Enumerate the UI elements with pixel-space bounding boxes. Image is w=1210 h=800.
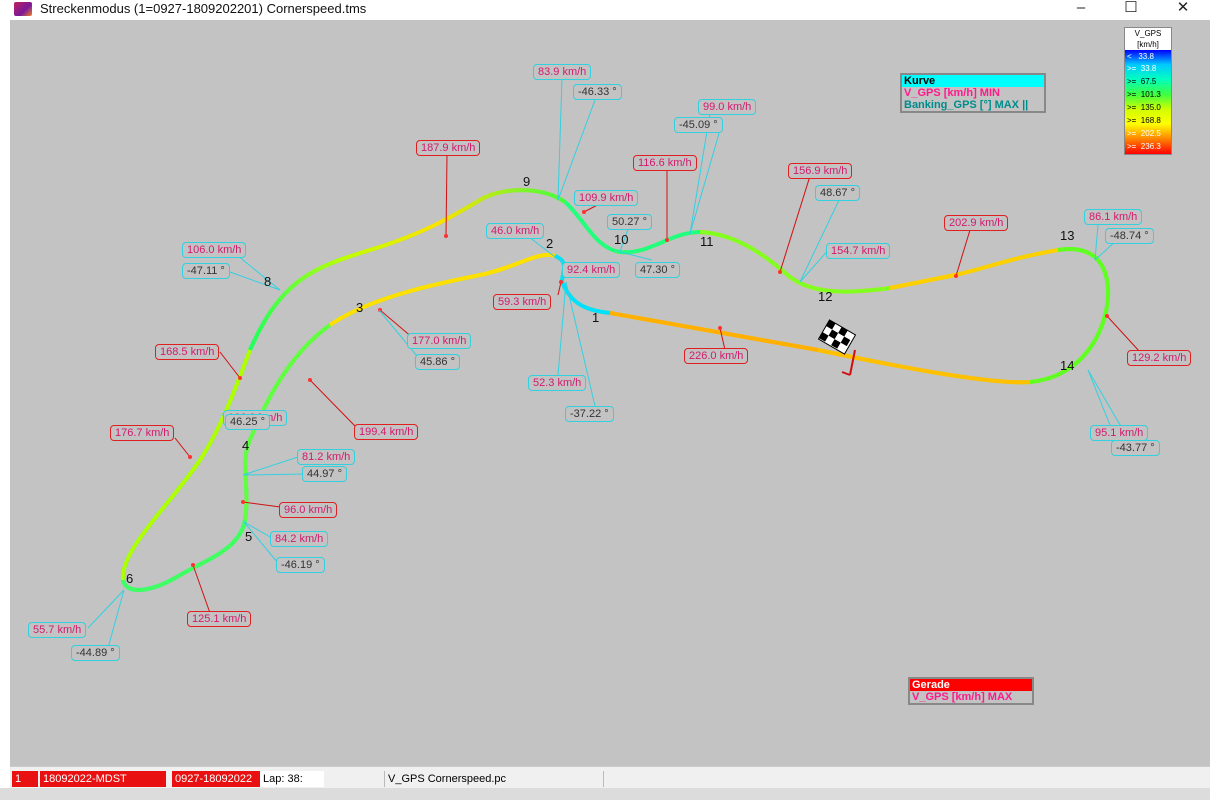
straight-speed-label: 116.6 km/h xyxy=(633,155,697,171)
corner-speed-label: 95.1 km/h xyxy=(1090,425,1149,441)
straight-speed-label: 187.9 km/h xyxy=(416,140,481,156)
corner-bank-label: -46.33 ° xyxy=(573,84,622,100)
corner-bank-label: -46.19 ° xyxy=(276,557,325,573)
status-lap: Lap: 38: xyxy=(260,771,324,787)
straight-speed-label: 168.5 km/h xyxy=(155,344,220,360)
status-run[interactable]: 0927-18092022 xyxy=(172,771,260,787)
close-button[interactable]: ✕ xyxy=(1176,0,1190,16)
corner-number-2: 2 xyxy=(546,236,554,251)
corner-speed-label: 86.1 km/h xyxy=(1084,209,1143,225)
corner-speed-label: 55.7 km/h xyxy=(28,622,87,638)
corner-speed-label: 99.0 km/h xyxy=(698,99,757,115)
scale-entry: >= 202.5 xyxy=(1127,129,1161,138)
straight-speed-label: 96.0 km/h xyxy=(279,502,338,518)
corner-bank-label: -37.22 ° xyxy=(565,406,614,422)
corner-bank-label: 50.27 ° xyxy=(607,214,652,230)
legend-gerade: Gerade V_GPS [km/h] MAX xyxy=(908,677,1034,705)
status-session[interactable]: 18092022-MDST xyxy=(40,771,166,787)
checkered-flag-icon xyxy=(817,319,857,376)
straight-speed-label: 226.0 km/h xyxy=(684,348,749,364)
status-lap-index[interactable]: 1 xyxy=(12,771,38,787)
corner-number-10: 10 xyxy=(614,232,629,247)
straight-speed-label: 129.2 km/h xyxy=(1127,350,1192,366)
straight-speed-label: 125.1 km/h xyxy=(187,611,252,627)
straight-speed-label: 202.9 km/h xyxy=(944,215,1009,231)
corner-number-8: 8 xyxy=(264,274,272,289)
straight-speed-label: 156.9 km/h xyxy=(788,163,853,179)
scale-title: V_GPS [km/h] xyxy=(1125,28,1171,50)
corner-bank-label: -43.77 ° xyxy=(1111,440,1160,456)
scale-entry: >= 168.8 xyxy=(1127,116,1161,125)
minimize-button[interactable]: – xyxy=(1076,0,1086,16)
legend-kurve-banking: Banking_GPS [°] MAX || xyxy=(904,99,1029,111)
scale-entry: >= 33.8 xyxy=(1127,64,1157,73)
status-bar: 1 18092022-MDST 0927-18092022 Lap: 38: V… xyxy=(10,766,1210,789)
scale-entry: >= 101.3 xyxy=(1127,90,1161,99)
corner-speed-label: 52.3 km/h xyxy=(528,375,587,391)
straight-speed-label: 199.4 km/h xyxy=(354,424,419,440)
scale-entry: >= 67.5 xyxy=(1127,77,1157,86)
legend-gerade-speed: V_GPS [km/h] MAX xyxy=(912,691,1013,703)
scale-entry: >= 135.0 xyxy=(1127,103,1161,112)
corner-speed-label: 106.0 km/h xyxy=(182,242,247,258)
app-icon xyxy=(14,2,32,16)
corner-speed-label: 92.4 km/h xyxy=(562,262,621,278)
scale-entry: >= 236.3 xyxy=(1127,142,1161,151)
status-file: V_GPS Cornerspeed.pc xyxy=(384,771,604,787)
corner-number-4: 4 xyxy=(242,438,250,453)
window-bottom-edge xyxy=(0,788,1210,800)
legend-kurve-speed: V_GPS [km/h] MIN xyxy=(904,87,1000,99)
title-bar[interactable]: Streckenmodus (1=0927-1809202201) Corner… xyxy=(0,0,1210,20)
corner-bank-label: 44.97 ° xyxy=(302,466,347,482)
window-frame xyxy=(0,20,10,788)
corner-speed-label: 46.0 km/h xyxy=(486,223,545,239)
legend-gerade-header: Gerade xyxy=(910,679,1032,691)
corner-number-6: 6 xyxy=(126,571,134,586)
corner-number-1: 1 xyxy=(592,310,600,325)
corner-number-5: 5 xyxy=(245,529,253,544)
corner-number-14: 14 xyxy=(1060,358,1075,373)
scale-entry: < 33.8 xyxy=(1127,52,1154,61)
corner-number-13: 13 xyxy=(1060,228,1075,243)
corner-bank-label: 48.67 ° xyxy=(815,185,860,201)
legend-kurve-header: Kurve xyxy=(902,75,1044,87)
legend-kurve: Kurve V_GPS [km/h] MIN Banking_GPS [°] M… xyxy=(900,73,1046,113)
corner-bank-label: -48.74 ° xyxy=(1105,228,1154,244)
corner-bank-label: -44.89 ° xyxy=(71,645,120,661)
corner-speed-label: 83.9 km/h xyxy=(533,64,592,80)
corner-speed-label: 81.2 km/h xyxy=(297,449,356,465)
corner-bank-label: 46.25 ° xyxy=(225,414,270,430)
speed-color-scale: V_GPS [km/h] < 33.8 >= 33.8 >= 67.5 >= 1… xyxy=(1124,27,1172,155)
straight-speed-label: 59.3 km/h xyxy=(493,294,552,310)
corner-bank-label: 45.86 ° xyxy=(415,354,460,370)
corner-speed-label: 154.7 km/h xyxy=(826,243,891,259)
corner-bank-label: -45.09 ° xyxy=(674,117,723,133)
corner-number-9: 9 xyxy=(523,174,531,189)
corner-speed-label: 84.2 km/h xyxy=(270,531,329,547)
window-title: Streckenmodus (1=0927-1809202201) Corner… xyxy=(40,1,367,16)
corner-bank-label: -47.11 ° xyxy=(182,263,230,279)
corner-number-3: 3 xyxy=(356,300,364,315)
track-svg xyxy=(87,77,1141,649)
corner-speed-label: 177.0 km/h xyxy=(407,333,472,349)
scale-gradient: < 33.8 >= 33.8 >= 67.5 >= 101.3 >= 135.0… xyxy=(1125,50,1171,154)
corner-bank-label: 47.30 ° xyxy=(635,262,680,278)
corner-speed-label: 109.9 km/h xyxy=(574,190,639,206)
corner-number-11: 11 xyxy=(700,234,714,249)
corner-number-12: 12 xyxy=(818,289,833,304)
straight-speed-label: 176.7 km/h xyxy=(110,425,175,441)
track-map[interactable]: 1 2 3 4 5 6 7 8 9 10 11 12 13 14 226.0 k… xyxy=(10,20,1210,766)
maximize-button[interactable]: ☐ xyxy=(1124,0,1138,16)
